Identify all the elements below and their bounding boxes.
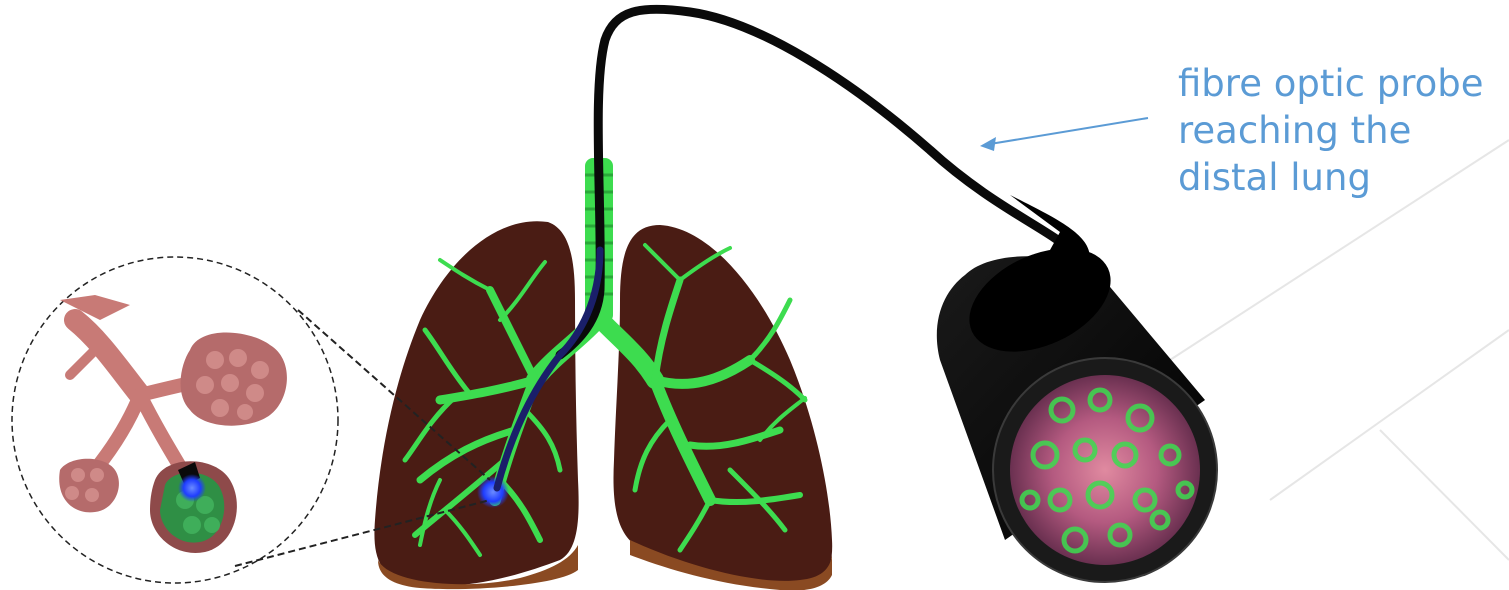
confocal-image-field — [1010, 375, 1200, 565]
annotation-arrow — [980, 118, 1148, 151]
annotation-line-2: reaching the — [1178, 107, 1508, 154]
annotation-line-1: fibre optic probe — [1178, 60, 1508, 107]
alveolar-sac-lower — [59, 459, 119, 513]
probe-cross-section-view — [937, 228, 1217, 582]
probe-annotation: fibre optic probe reaching the distal lu… — [1178, 60, 1508, 201]
left-lung — [374, 221, 578, 586]
background-watermark — [1170, 140, 1509, 560]
probe-tip-glow — [477, 476, 509, 508]
annotation-line-3: distal lung — [1178, 154, 1508, 201]
right-lung — [613, 225, 832, 587]
alveolar-sac-upper — [181, 333, 287, 426]
